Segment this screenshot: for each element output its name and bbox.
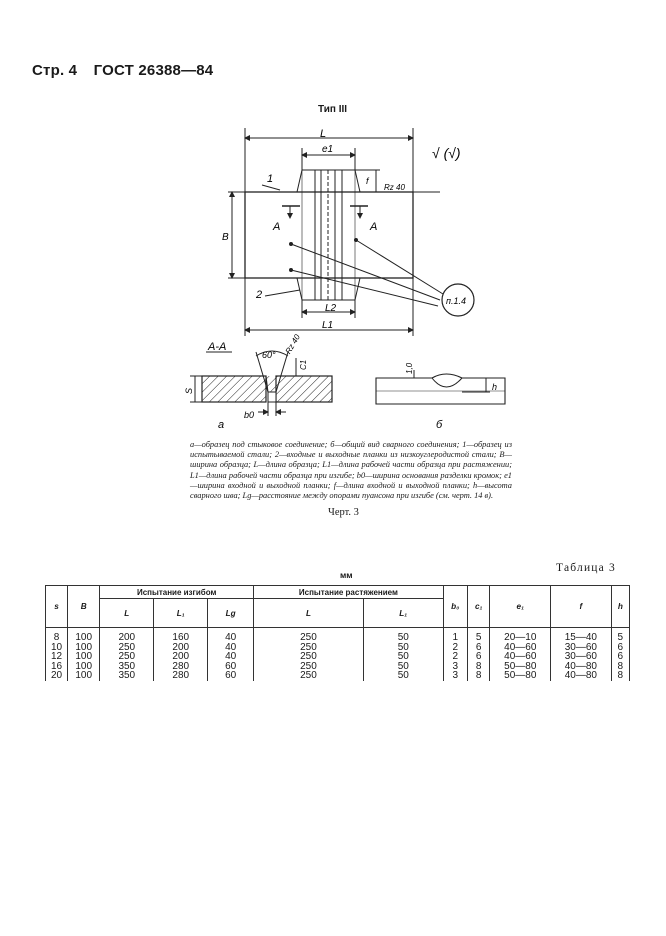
specimen-plate [244,191,414,279]
detail-roughness: 1,0 [405,362,414,374]
cell-c1: 5 [466,627,491,643]
section-mark-right: A [369,221,377,233]
cell-L-bend: 350 [99,671,155,681]
cell-e1: 50—80 [489,671,552,681]
dim-b0: b0 [244,410,254,420]
technical-drawing: L e1 f Rz 40 √ (√) B 1 2 A A L2 L1 п.1.4… [184,128,506,431]
dim-L: L [320,128,326,140]
table-row: 12 100 250 200 40 250 50 2 6 40—60 30—60… [44,652,631,662]
cell-Lg: 40 [207,652,255,662]
col-e1-header: e₁ [489,585,552,628]
dim-f: f [366,176,370,186]
units-label: мм [340,570,353,580]
cell-b0: 3 [442,661,468,672]
standard-number: ГОСТ 26388—84 [93,62,214,79]
section-mark-left: A [272,221,280,233]
dim-C1: C1 [299,360,308,370]
cell-b0: 3 [442,671,468,681]
cell-L-tens: 250 [253,671,364,681]
cell-Lg: 60 [207,671,255,681]
cell-L1-bend: 200 [153,642,209,653]
dim-S: S [184,388,194,394]
cell-Lg: 40 [207,627,255,643]
cell-B: 100 [67,661,101,672]
cell-B: 100 [67,652,101,662]
cell-L1-tens: 50 [362,671,444,681]
cell-f: 40—80 [550,671,612,681]
cell-L1-bend: 200 [153,652,209,662]
cell-h: 6 [610,642,631,653]
cell-Lg: 40 [207,642,255,653]
table-row: 20 100 350 280 60 250 50 3 8 50—80 40—80… [44,671,631,681]
cell-L-tens: 250 [253,627,364,643]
page-number: Стр. 4 [32,62,78,79]
angle-roughness: Rz 40 [284,332,303,355]
dim-e1: e1 [322,144,333,155]
dim-L1: L1 [322,320,333,331]
cell-B: 100 [67,642,101,653]
col-B-header: B [67,585,101,628]
cell-h: 6 [610,652,631,662]
cell-h: 8 [610,671,631,681]
cell-L1-bend: 280 [153,671,209,681]
roughness-label: Rz 40 [384,183,405,192]
cell-B: 100 [67,671,101,681]
dimensions-table: s B Испытание изгибом Испытание растяжен… [44,585,631,681]
cell-L1-bend: 160 [153,627,209,643]
cell-b0: 2 [442,642,468,653]
table-row: 8 100 200 160 40 250 50 1 5 20—10 15—40 … [44,627,631,643]
cell-L1-tens: 50 [362,627,444,643]
label-2: 2 [255,289,262,301]
col-L1-bend-header: L₁ [153,598,209,628]
roughness-symbol: √ (√) [432,145,461,161]
col-L-tens-header: L [253,598,364,628]
label-1: 1 [267,173,273,185]
dim-B: B [222,232,229,243]
cell-h: 8 [610,661,631,672]
drawing-number: Черт. 3 [328,507,359,518]
angle-label: 60° [262,350,276,360]
cell-Lg: 60 [207,661,255,672]
col-L1-tens-header: L₁ [362,598,444,628]
cell-b0: 1 [442,627,468,643]
bend-test-header: Испытание изгибом [99,585,255,599]
col-c1-header: c₁ [466,585,491,628]
table-row: 10 100 250 200 40 250 50 2 6 40—60 30—60… [44,642,631,653]
section-title: A-A [207,341,226,353]
col-L-bend-header: L [99,598,155,628]
page-header: Стр. 4 ГОСТ 26388—84 [32,62,213,79]
dim-L2: L2 [325,303,337,314]
col-h-header: h [610,585,631,628]
tension-test-header: Испытание растяжением [253,585,444,599]
figure-caption: а—образец под стыковое соединение; б—общ… [190,440,512,501]
table-row: 16 100 350 280 60 250 50 3 8 50—80 40—80… [44,661,631,672]
col-Lg-header: Lg [207,598,255,628]
cell-B: 100 [67,627,101,643]
cell-s: 8 [44,627,69,643]
callout-text: п.1.4 [446,296,466,306]
col-s-header: s [44,585,69,628]
cell-b0: 2 [442,652,468,662]
cell-L-bend: 200 [99,627,155,643]
cell-f: 15—40 [550,627,612,643]
callout-circle [441,283,475,317]
dim-h: h [492,382,497,392]
cell-s: 20 [44,671,69,681]
cell-L1-bend: 280 [153,661,209,672]
subfigure-b: б [436,419,443,431]
figure-type-title: Тип III [318,104,348,115]
cell-c1: 8 [466,671,491,681]
col-b0-header: b₀ [442,585,468,628]
table-number: Таблица 3 [556,562,616,574]
cell-e1: 20—10 [489,627,552,643]
col-f-header: f [550,585,612,628]
cell-h: 5 [610,627,631,643]
subfigure-a: а [218,419,224,431]
